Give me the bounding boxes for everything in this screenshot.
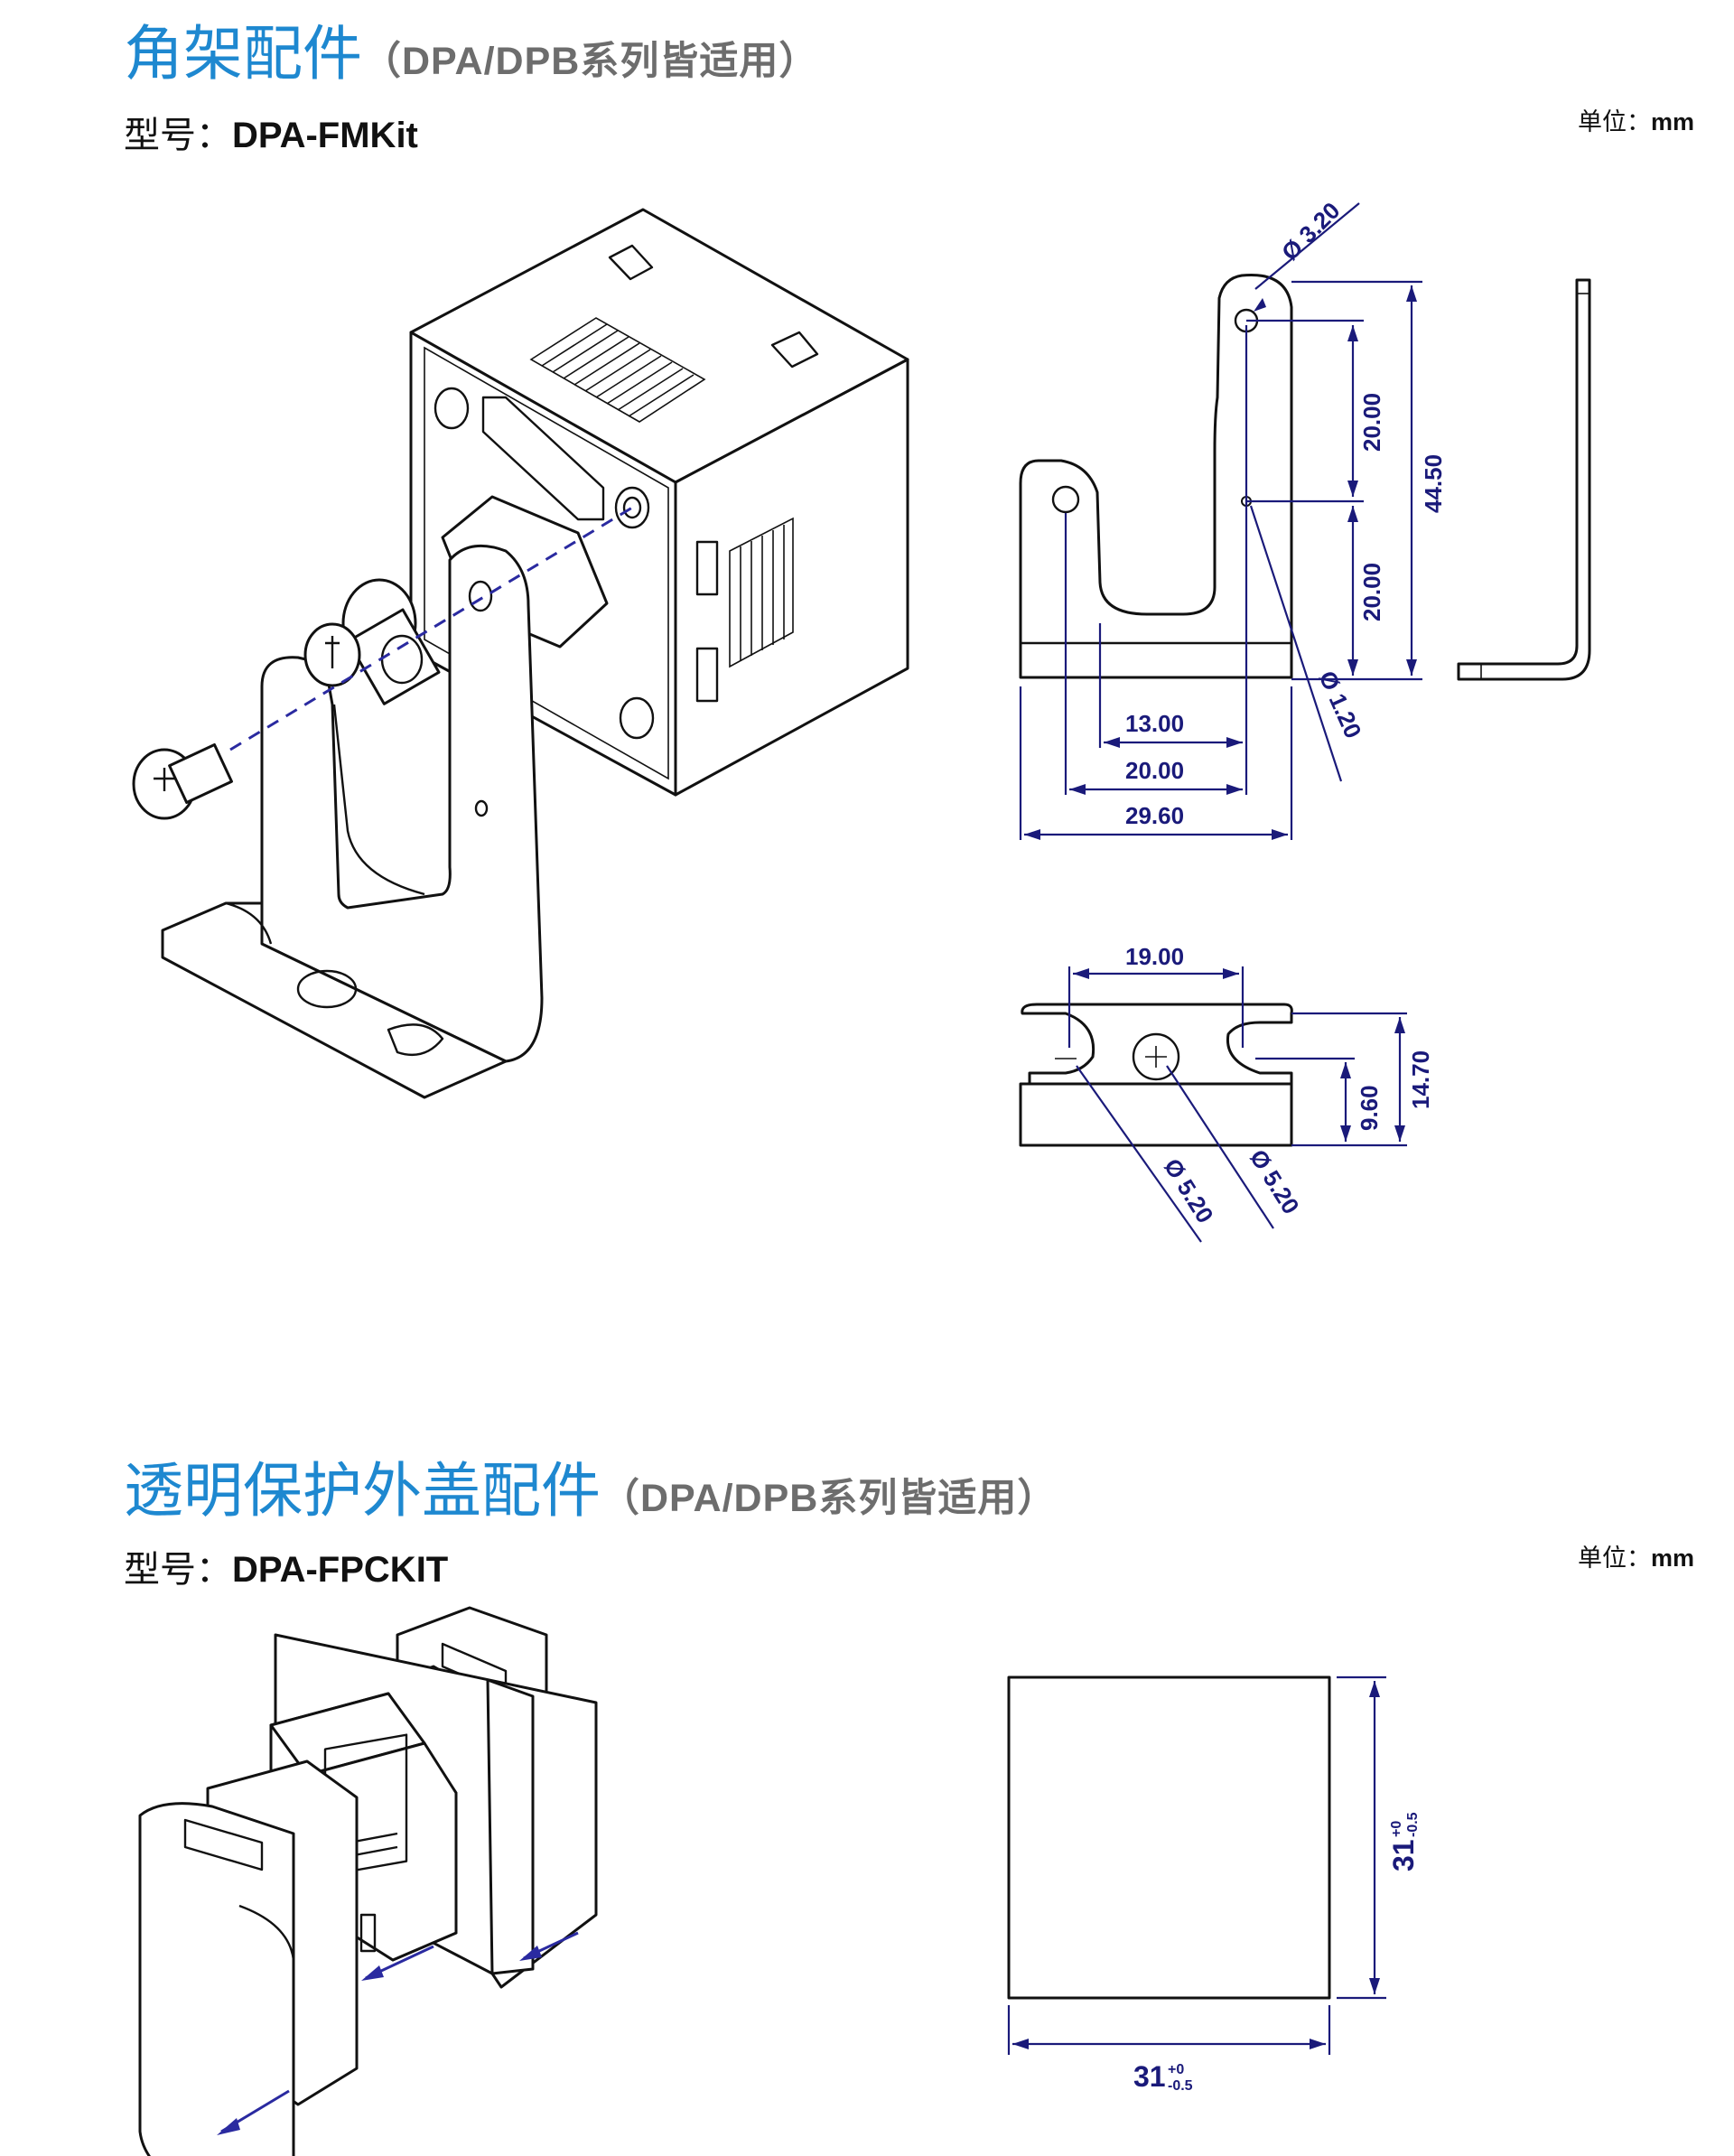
section2-unit: 单位：mm: [1578, 1538, 1694, 1573]
bracket-base: [161, 901, 508, 1099]
dim-side-31: 31 +0 -0.5: [1387, 1812, 1421, 1871]
dim-slot-height: 9.60: [1356, 1085, 1383, 1131]
dim-height-upper: 20.00: [1358, 393, 1385, 452]
section1-model: 型号：DPA-FMKit: [124, 106, 418, 158]
dim-height-lower: 20.00: [1358, 563, 1385, 621]
transparent-cover: [138, 1802, 295, 2156]
section2-model-label: 型号：: [124, 1550, 232, 1590]
dim-slot-dia-1: Ø 5.20: [1159, 1153, 1219, 1227]
cover-square-view: 31 +0 -0.5 31 +0 -0.5: [1007, 1675, 1421, 2094]
section2-title: 透明保护外盖配件（DPA/DPB系列皆适用）: [124, 1461, 1057, 1520]
bracket-base-view: 19.00 9.60 14.70 Ø 5.20 Ø 5.20: [1019, 943, 1434, 1243]
section1-unit: 单位：mm: [1578, 102, 1694, 137]
bracket-plate: [260, 544, 544, 1063]
section2-unit-label: 单位：: [1577, 1545, 1651, 1572]
dim-height-total: 44.50: [1420, 454, 1447, 513]
base-view-body: [1019, 1082, 1293, 1147]
section1-title-text: 角架配件: [124, 20, 362, 87]
section2-model-value: DPA-FPCKIT: [232, 1550, 449, 1590]
section2-model: 型号：DPA-FPCKIT: [124, 1540, 448, 1592]
dim-width-31: 31 +0 -0.5: [1133, 2060, 1193, 2094]
dim-slot-pitch: 19.00: [1125, 943, 1184, 970]
dim-width-20: 20.00: [1125, 757, 1184, 784]
section1-unit-label: 单位：: [1577, 108, 1651, 135]
dim-width-total: 29.60: [1125, 802, 1184, 829]
section2-subtitle: （DPA/DPB系列皆适用）: [601, 1477, 1058, 1520]
dim-side-nominal: 31: [1387, 1839, 1420, 1871]
cover-square-outline: [1007, 1675, 1331, 2000]
bracket-side-profile: [1457, 278, 1591, 681]
dim-width-13: 13.00: [1125, 710, 1184, 737]
section1-subtitle: （DPA/DPB系列皆适用）: [362, 40, 819, 83]
dim-width-tol-minus: -0.5: [1168, 2078, 1193, 2094]
section1-model-label: 型号：: [124, 116, 232, 155]
section1-unit-value: mm: [1650, 108, 1694, 135]
dim-width-nominal: 31: [1133, 2060, 1166, 2093]
dim-width-tol-plus: +0: [1168, 2062, 1184, 2077]
bracket-isometric-drawing: [132, 208, 909, 1099]
base-view-outline: [1021, 1003, 1293, 1097]
dim-base-height: 14.70: [1407, 1050, 1434, 1109]
section1-model-value: DPA-FMKit: [232, 116, 418, 155]
dim-slot-dia-2: Ø 5.20: [1245, 1144, 1305, 1218]
section1-title: 角架配件（DPA/DPB系列皆适用）: [124, 23, 818, 83]
dim-side-tol-minus: -0.5: [1405, 1812, 1421, 1837]
bracket-front-view: Ø 3.20 20.00 20.00 44.50 Ø 1.20 13.00 20…: [1019, 197, 1591, 840]
bracket-front-outline: [1019, 273, 1293, 679]
section2-title-text: 透明保护外盖配件: [124, 1457, 601, 1524]
section2-unit-value: mm: [1650, 1545, 1694, 1572]
dim-side-tol-plus: +0: [1389, 1821, 1404, 1837]
cover-isometric-drawing: [138, 1606, 598, 2156]
